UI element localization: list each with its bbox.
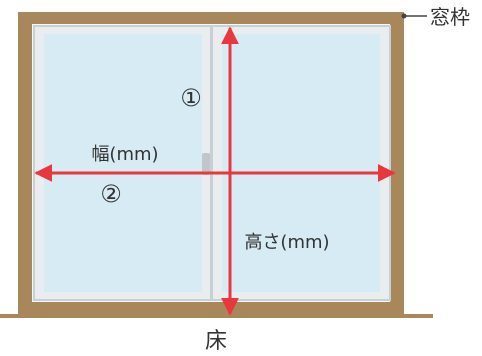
cropped-heading <box>0 0 150 10</box>
width-label: 幅(mm) <box>91 144 158 165</box>
right-glass-pane <box>222 34 380 292</box>
frame-leader-dot <box>401 13 407 19</box>
measurement-marker-2: ② <box>100 180 122 208</box>
height-label: 高さ(mm) <box>244 232 329 253</box>
measurement-marker-1: ① <box>180 84 202 112</box>
floor-label: 床 <box>205 329 227 354</box>
left-glass-pane <box>44 34 202 292</box>
frame-label: 窓枠 <box>430 5 470 29</box>
